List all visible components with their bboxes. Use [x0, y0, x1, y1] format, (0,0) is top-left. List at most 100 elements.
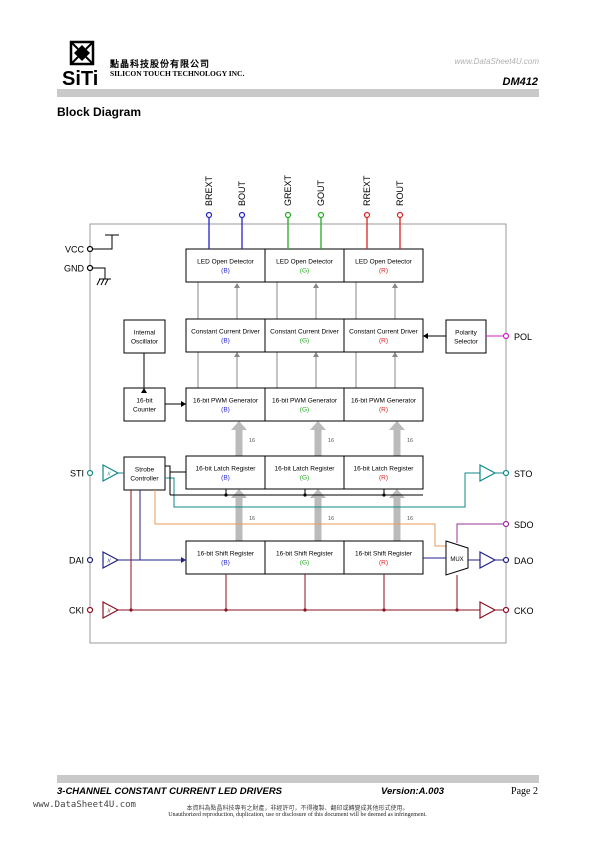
bus-width-label: 16 — [407, 516, 413, 522]
pin-label-dai: DAI — [69, 556, 84, 566]
footer-notice-en: Unauthorized reproduction, duplication, … — [168, 812, 427, 818]
junction-cki-mux — [455, 608, 459, 612]
arrow-det-0 — [234, 283, 240, 288]
block-pwm-0-sublabel: (B) — [221, 407, 230, 414]
bus-arrow-latch-0-head — [231, 489, 247, 498]
pin-dai — [86, 556, 94, 564]
block-detector-0 — [185, 248, 266, 283]
block-detector-2-sublabel: (R) — [379, 268, 388, 275]
block-driver-2-sublabel: (R) — [379, 338, 388, 345]
pin-label-sdo: SDO — [514, 520, 534, 530]
block-shift-2 — [343, 540, 424, 575]
block-pwm-0 — [185, 387, 266, 422]
svg-text:SiTi: SiTi — [62, 68, 98, 88]
company-name-en: SILICON TOUCH TECHNOLOGY INC. — [110, 69, 245, 78]
block-16bit-counter — [123, 387, 166, 422]
pin-pol — [502, 332, 510, 340]
buffer-cki — [102, 601, 120, 619]
block-driver-2-label: Constant Current Driver — [349, 329, 418, 336]
pin-label-cko: CKO — [514, 606, 534, 616]
bus-width-label: 16 — [407, 438, 413, 444]
wire-vcc — [93, 235, 113, 250]
block-16bit-counter-sublabel: Counter — [133, 407, 157, 414]
company-name-cn: 點晶科技股份有限公司 — [110, 59, 211, 69]
block-driver-0-label: Constant Current Driver — [191, 329, 260, 336]
junction-latch-2 — [382, 493, 386, 497]
pin-grext — [284, 211, 292, 219]
block-detector-2-label: LED Open Detector — [355, 259, 413, 266]
buffer-sto — [479, 464, 497, 482]
buffer-cko — [479, 601, 497, 619]
bus-arrow-pwm-2-head — [389, 421, 405, 430]
block-driver-1-sublabel: (G) — [300, 338, 309, 345]
block-latch-2-label: 16-bit Latch Register — [354, 466, 415, 473]
block-driver-1-label: Constant Current Driver — [270, 329, 339, 336]
arrow-drv-1 — [313, 352, 319, 357]
pin-sti — [86, 469, 94, 477]
block-internal-oscillator — [123, 319, 166, 354]
junction-latch-1 — [303, 493, 307, 497]
section-title: Block Diagram — [57, 105, 142, 119]
footer-title: 3-CHANNEL CONSTANT CURRENT LED DRIVERS — [57, 786, 283, 797]
pin-label-sto: STO — [514, 469, 532, 479]
bus-arrow-latch-2-head — [389, 489, 405, 498]
buffer-cki-schmitt: // — [107, 609, 111, 615]
block-mux-label: MUX — [450, 557, 463, 563]
block-pwm-1-label: 16-bit PWM Generator — [272, 398, 338, 405]
pin-sto — [502, 469, 510, 477]
block-detector-0-sublabel: (B) — [221, 268, 230, 275]
arrow-osc-counter — [141, 388, 147, 393]
arrow-det-2 — [392, 283, 398, 288]
pin-rrext — [363, 211, 371, 219]
pin-brext — [205, 211, 213, 219]
wire-gnd — [93, 267, 106, 279]
pin-label-sti: STI — [70, 469, 84, 479]
pin-label-grext: GREXT — [283, 174, 293, 206]
bus-arrow-pwm-0-head — [231, 421, 247, 430]
gnd-hatch — [100, 278, 105, 286]
pin-rout — [396, 211, 404, 219]
pin-sdo — [502, 520, 510, 528]
watermark-top: www.DataSheet4U.com — [454, 57, 539, 66]
block-latch-2 — [343, 455, 424, 490]
block-shift-0 — [185, 540, 266, 575]
pin-bout — [238, 211, 246, 219]
block-driver-0 — [185, 318, 266, 353]
wire-strobe-sto — [165, 472, 480, 508]
pin-cko — [502, 606, 510, 614]
block-strobe-controller-label: Strobe — [135, 467, 155, 474]
arrow-counter-pwm — [181, 401, 186, 407]
bus-arrow-pwm-2 — [393, 429, 401, 456]
footer-page: Page 2 — [511, 786, 538, 797]
pin-label-gout: GOUT — [316, 179, 326, 206]
bus-width-label: 16 — [249, 438, 255, 444]
block-16bit-counter-label: 16-bit — [136, 398, 152, 405]
bus-width-label: 16 — [249, 516, 255, 522]
gnd-hatch — [96, 278, 101, 286]
block-latch-0 — [185, 455, 266, 490]
footer-bar — [57, 775, 539, 783]
block-latch-2-sublabel: (R) — [379, 475, 388, 482]
footer-version: Version:A.003 — [381, 786, 445, 797]
pin-label-cki: CKI — [69, 606, 84, 616]
block-driver-2 — [343, 318, 424, 353]
pin-vcc — [86, 245, 94, 253]
pin-label-pol: POL — [514, 332, 532, 342]
buffer-dao — [479, 551, 497, 569]
wire-dai-strobe — [118, 490, 141, 561]
pin-label-rrext: RREXT — [362, 175, 372, 206]
pin-gout — [317, 211, 325, 219]
block-strobe-controller — [123, 456, 166, 491]
junction-cki-shift-2 — [382, 608, 386, 612]
block-polarity-selector-label: Polarity — [455, 330, 477, 337]
junction-cki-shift-0 — [224, 608, 228, 612]
pin-label-bout: BOUT — [237, 180, 247, 206]
block-strobe-controller-sublabel: Controller — [130, 476, 159, 483]
block-pwm-2-label: 16-bit PWM Generator — [351, 398, 417, 405]
block-detector-0-label: LED Open Detector — [197, 259, 255, 266]
arrow-det-1 — [313, 283, 319, 288]
block-latch-1-sublabel: (G) — [300, 475, 309, 482]
chip-outline — [89, 223, 507, 644]
header-bar — [57, 89, 539, 97]
bus-arrow-latch-1 — [314, 497, 322, 541]
